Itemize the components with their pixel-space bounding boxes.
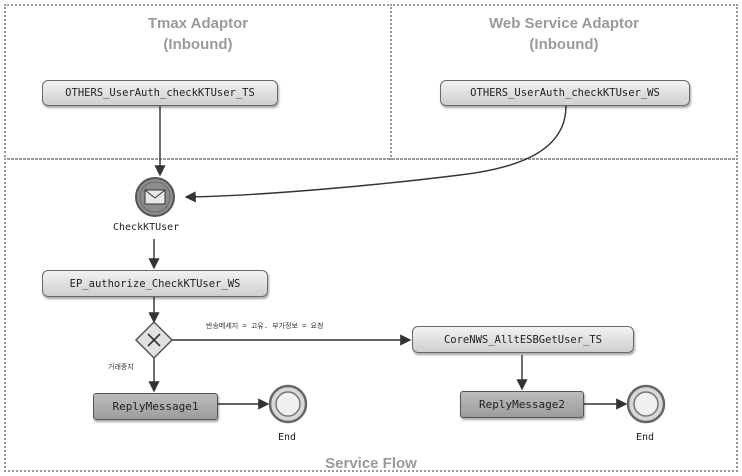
service-flow-title: Service Flow — [325, 455, 417, 472]
service-flow-zone: Service Flow — [4, 158, 738, 472]
ep-authorize-node[interactable]: EP_authorize_CheckKTUser_WS — [42, 270, 268, 297]
condition-down-label: 거래중지 — [108, 363, 134, 371]
end-event-icon[interactable] — [626, 384, 666, 424]
x-gateway-icon[interactable] — [134, 320, 174, 360]
reply-message-1-node[interactable]: ReplyMessage1 — [93, 393, 218, 420]
tmax-adaptor-title: Tmax Adaptor — [147, 15, 249, 32]
ws-inbound-node[interactable]: OTHERS_UserAuth_checkKTUser_WS — [440, 80, 690, 106]
end-1-label: End — [278, 432, 297, 443]
check-event-label: CheckKTUser — [113, 222, 180, 233]
end-event-icon[interactable] — [268, 384, 308, 424]
web-service-adaptor-subtitle: (Inbound) — [529, 36, 599, 53]
core-nws-node[interactable]: CoreNWS_AlltESBGetUser_TS — [412, 326, 634, 353]
end-2-label: End — [636, 432, 655, 443]
envelope-icon[interactable] — [135, 177, 175, 217]
condition-right-label: 반송메세지 = 고유. 부가정보 = 요청 — [206, 322, 324, 330]
edge-ws-to-check — [184, 105, 567, 203]
tmax-adaptor-subtitle: (Inbound) — [163, 36, 233, 53]
tmax-inbound-node[interactable]: OTHERS_UserAuth_checkKTUser_TS — [42, 80, 278, 106]
web-service-adaptor-title: Web Service Adaptor — [488, 15, 640, 32]
reply-message-2-node[interactable]: ReplyMessage2 — [460, 391, 584, 418]
